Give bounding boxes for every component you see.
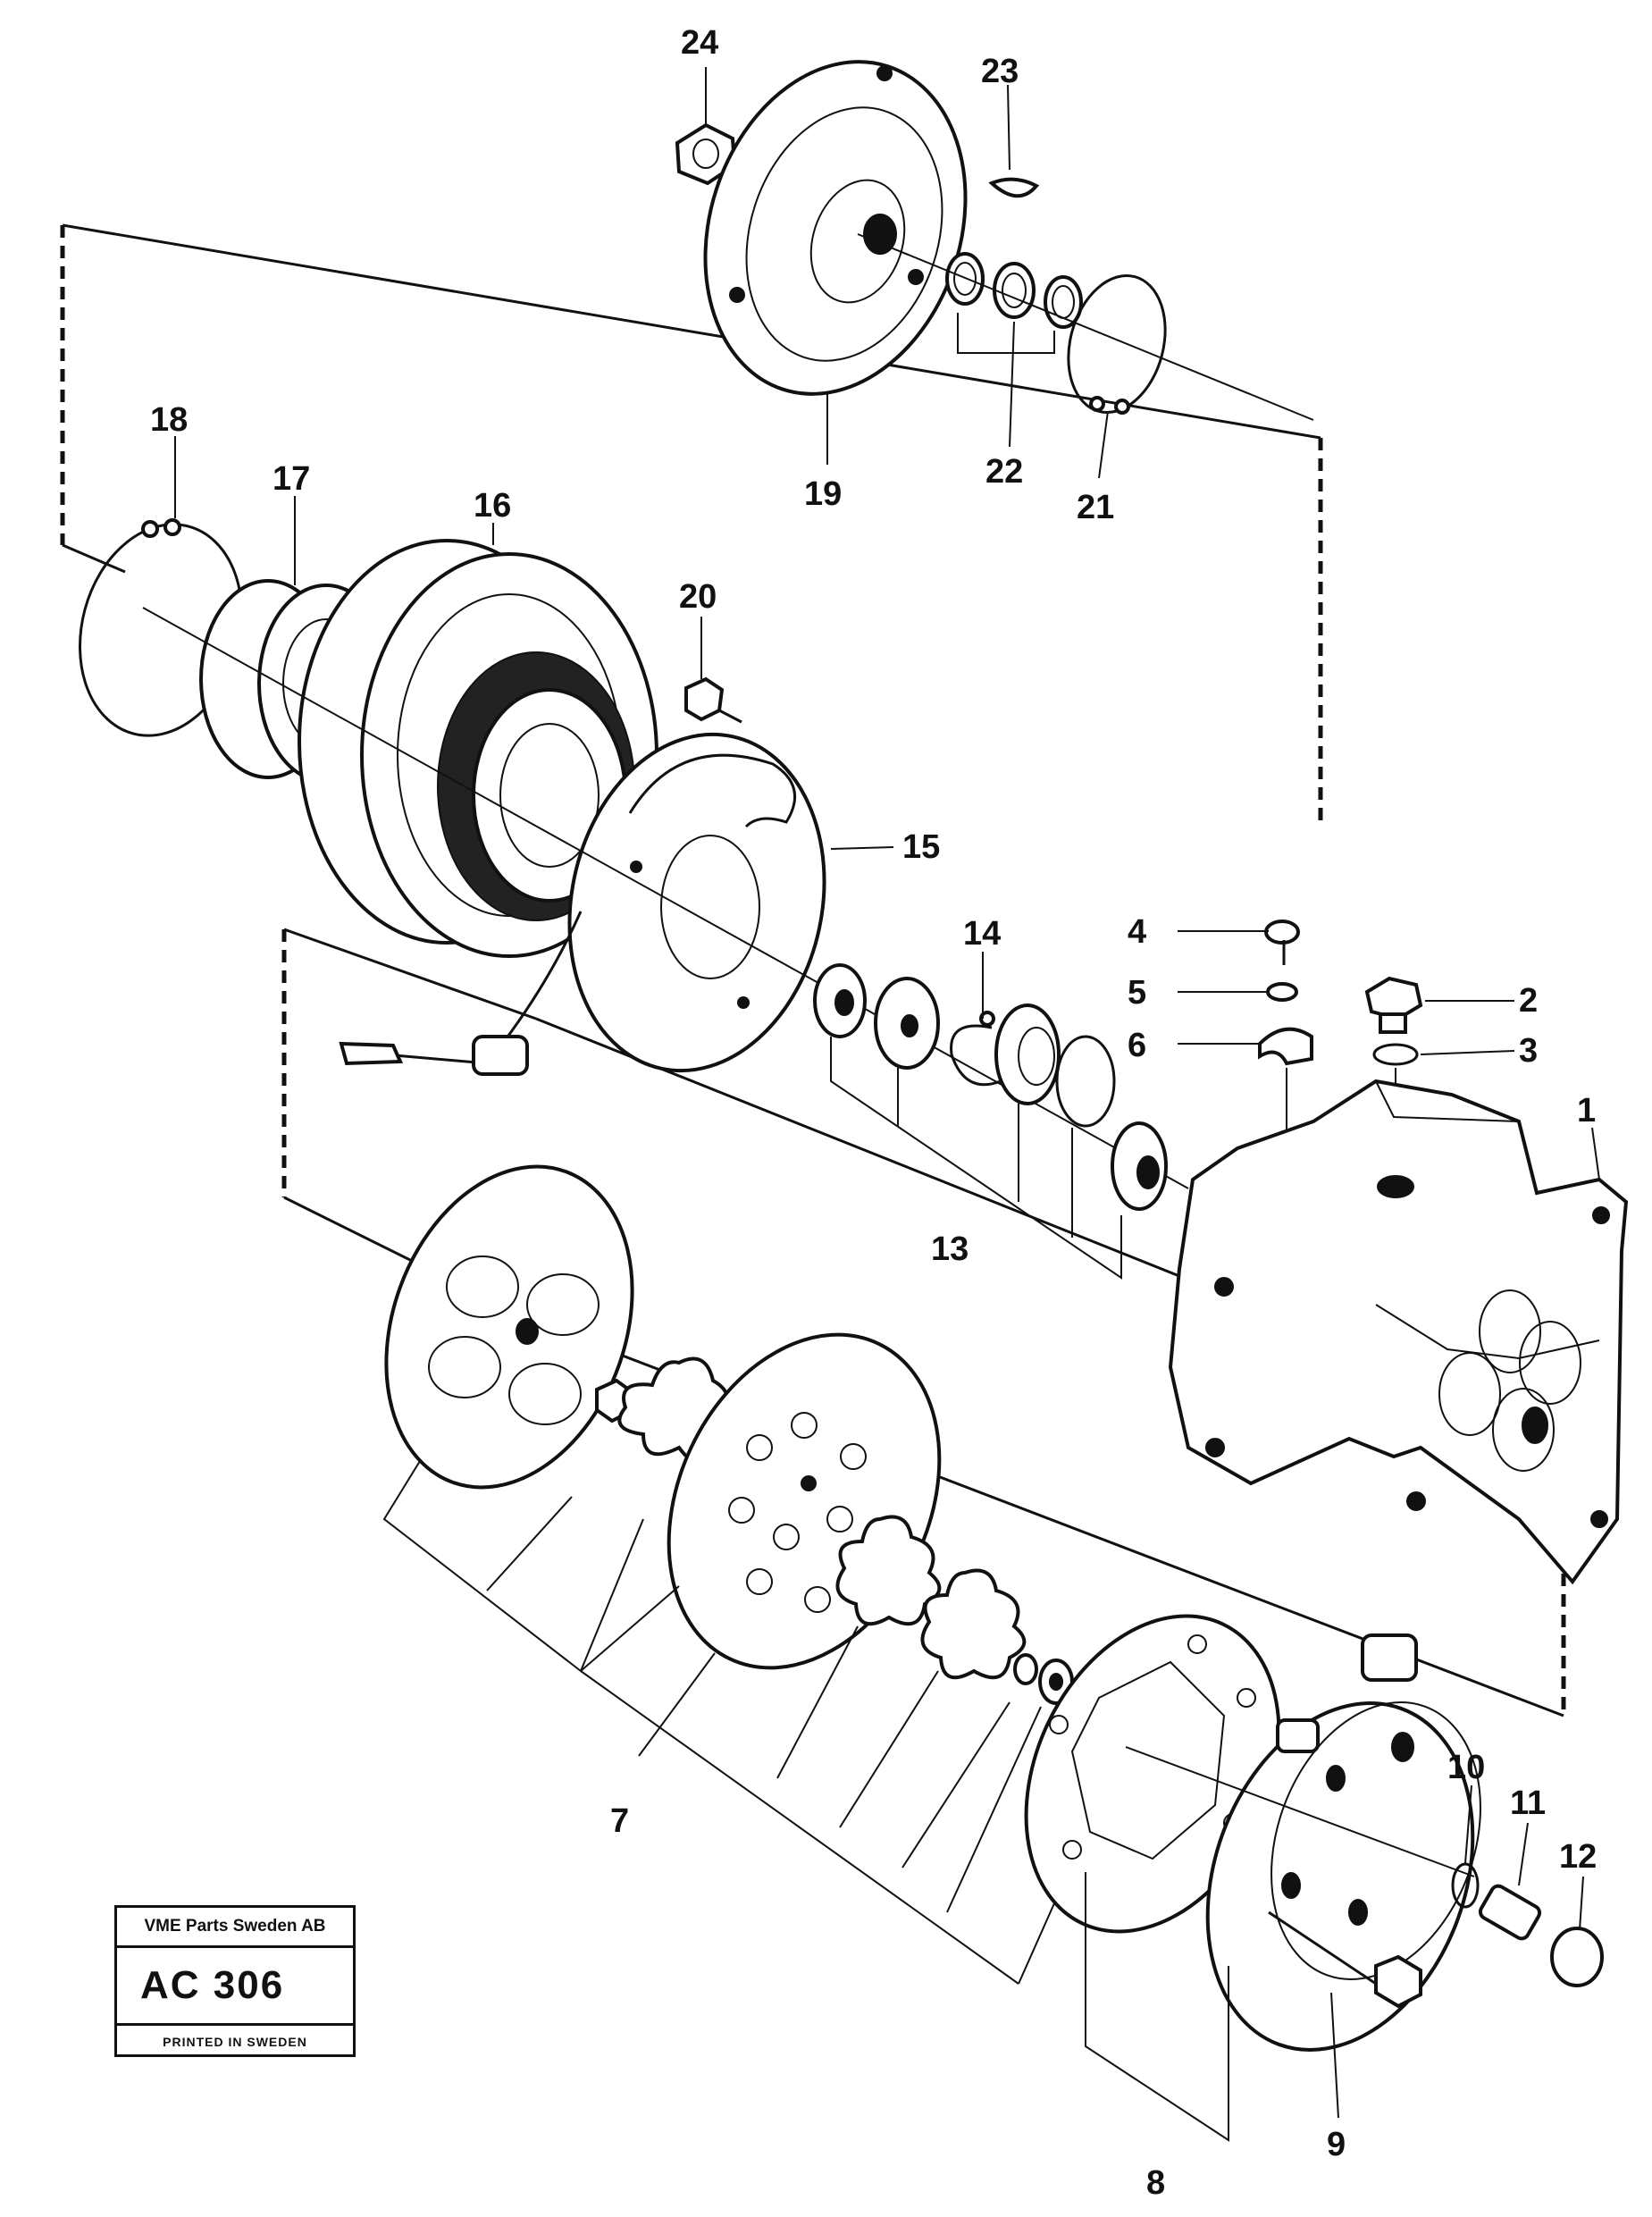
callout-15: 15 bbox=[902, 828, 940, 866]
service-valve-11 bbox=[1478, 1884, 1542, 1941]
callout-21: 21 bbox=[1077, 489, 1114, 526]
washer-5 bbox=[1266, 982, 1298, 1002]
snap-ring-21 bbox=[1067, 273, 1167, 415]
callout-24: 24 bbox=[681, 24, 718, 62]
group-8-leaders bbox=[1085, 1872, 1229, 2142]
callout-6: 6 bbox=[1128, 1027, 1146, 1064]
callout-16: 16 bbox=[474, 487, 511, 525]
pulley-16 bbox=[298, 539, 658, 958]
callout-12: 12 bbox=[1559, 1838, 1597, 1876]
compressor-housing-1 bbox=[1168, 1079, 1629, 1585]
field-coil-15 bbox=[485, 732, 826, 1073]
callout-19: 19 bbox=[804, 475, 842, 513]
callout-9: 9 bbox=[1327, 2126, 1346, 2163]
key-23 bbox=[988, 177, 1040, 198]
snap-ring-14 bbox=[950, 1011, 1002, 1087]
head-bolt bbox=[1268, 1910, 1422, 2009]
callout-13: 13 bbox=[931, 1230, 969, 1268]
callout-20: 20 bbox=[679, 578, 717, 616]
reed-valve-lower bbox=[835, 1515, 1027, 1680]
callout-10: 10 bbox=[1447, 1749, 1485, 1786]
callout-7: 7 bbox=[610, 1802, 629, 1840]
screw-20 bbox=[684, 676, 742, 724]
publisher-label-box: VME Parts Sweden AB AC 306 PRINTED IN SW… bbox=[114, 1905, 356, 2057]
washer-10 bbox=[1451, 1862, 1480, 1909]
callout-17: 17 bbox=[273, 460, 310, 498]
callout-5: 5 bbox=[1128, 974, 1146, 1012]
company-name: VME Parts Sweden AB bbox=[117, 1908, 353, 1948]
plug-2 bbox=[1364, 976, 1423, 1034]
shaft-axis-upper bbox=[857, 233, 1314, 421]
callout-22: 22 bbox=[985, 453, 1023, 491]
clamp-6 bbox=[1258, 1027, 1313, 1130]
callout-leaders bbox=[174, 67, 1600, 2119]
drive-plate-19 bbox=[703, 60, 968, 396]
coil-connector bbox=[339, 1035, 529, 1076]
callout-1: 1 bbox=[1577, 1092, 1596, 1129]
printed-note: PRINTED IN SWEDEN bbox=[163, 2035, 307, 2049]
callout-23: 23 bbox=[981, 53, 1019, 90]
assembly-boundary-upper bbox=[60, 223, 1323, 824]
illustration-code: AC 306 bbox=[117, 1948, 353, 2026]
group-7-leaders bbox=[382, 1460, 1055, 1985]
callout-18: 18 bbox=[150, 401, 188, 439]
gasket-upper bbox=[384, 1164, 634, 1490]
callout-3: 3 bbox=[1519, 1032, 1538, 1070]
callout-14: 14 bbox=[963, 915, 1001, 953]
seal-kit-13 bbox=[813, 963, 1168, 1280]
callout-4: 4 bbox=[1128, 913, 1146, 951]
cap-12 bbox=[1550, 1927, 1604, 1987]
callout-11: 11 bbox=[1510, 1785, 1546, 1822]
bolt-4 bbox=[1264, 920, 1300, 965]
callout-2: 2 bbox=[1519, 982, 1538, 1020]
callout-8: 8 bbox=[1146, 2164, 1165, 2202]
